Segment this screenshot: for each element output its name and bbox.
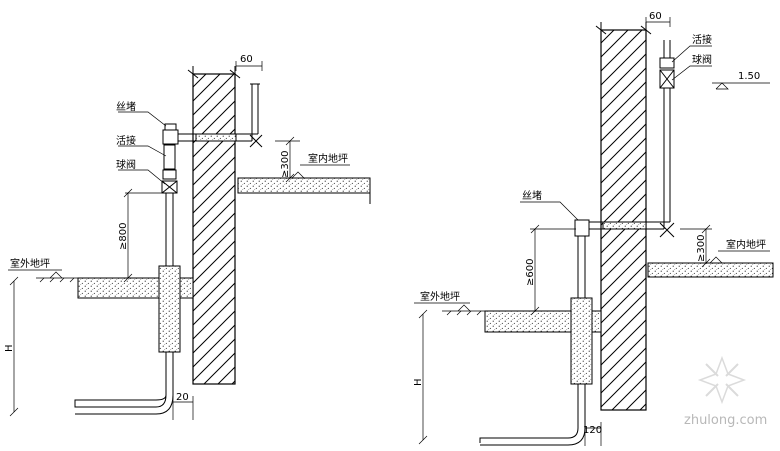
right-plug-leader <box>520 201 579 221</box>
right-indoor-riser <box>659 40 675 238</box>
right-elev-150: 1.50 <box>738 71 760 82</box>
right-indoor-floor-label: 室内地坪 <box>726 238 766 251</box>
left-union-leader <box>118 145 167 157</box>
right-dim-h: H <box>413 378 424 386</box>
watermark-logo-icon <box>697 355 747 405</box>
right-ball-valve-icon <box>659 69 675 89</box>
left-dim-300: ≥300 <box>280 151 291 178</box>
right-valve-label: 球阀 <box>692 53 712 66</box>
left-plug-label: 丝堵 <box>116 100 136 113</box>
right-elev-150-mark <box>712 82 770 90</box>
left-valve-leader <box>118 169 166 185</box>
left-ball-valve-icon <box>161 169 178 194</box>
right-dim-600: ≥600 <box>525 259 536 286</box>
left-union-label: 活接 <box>116 134 136 147</box>
right-dim-h-line <box>418 309 428 445</box>
right-valve-leader <box>671 65 712 81</box>
left-indoor-slab <box>237 177 371 204</box>
left-dim-20: 20 <box>176 392 189 403</box>
left-dim-h-line <box>9 276 19 417</box>
right-dim-60-line <box>645 17 671 27</box>
right-indoor-floor-mark <box>709 256 723 264</box>
right-dim-120: 120 <box>583 425 602 436</box>
right-outdoor-floor-mark <box>457 304 471 312</box>
right-dim-60: 60 <box>649 11 662 22</box>
left-indoor-floor-mark <box>291 171 305 179</box>
left-indoor-riser <box>249 83 263 148</box>
right-dim-300-line <box>680 224 712 268</box>
left-wall <box>187 66 241 385</box>
left-dim-800: ≥800 <box>118 223 129 250</box>
right-wall <box>595 22 652 411</box>
right-outdoor-floor-label: 室外地坪 <box>420 290 460 303</box>
right-plug-icon <box>574 219 670 237</box>
watermark: zhulong.com <box>684 355 767 428</box>
right-union-label: 活接 <box>692 33 712 46</box>
left-valve-label: 球阀 <box>116 158 136 171</box>
left-union-icon <box>163 144 176 170</box>
right-union-leader <box>671 45 712 63</box>
left-plug-leader <box>118 111 167 127</box>
left-dim-800-line <box>123 188 165 283</box>
left-outdoor-floor-label: 室外地坪 <box>10 257 50 270</box>
left-dim-20-line <box>172 396 194 420</box>
right-union-icon <box>659 57 675 69</box>
left-dim-300-line <box>275 136 300 183</box>
right-wall-sleeve <box>602 221 647 230</box>
left-dim-60-line <box>235 61 263 71</box>
right-dim-600-line <box>530 224 576 316</box>
right-vertical-pipe <box>479 236 593 446</box>
right-plug-label: 丝堵 <box>522 189 542 202</box>
right-dim-120-line <box>584 422 602 446</box>
right-detail: 活接 球阀 丝堵 1.50 室内地坪 室外地坪 60 ≥300 ≥600 H 1… <box>413 11 774 446</box>
watermark-text: zhulong.com <box>684 413 767 428</box>
left-outdoor-floor-mark <box>49 271 63 279</box>
right-indoor-slab <box>647 262 774 278</box>
left-dim-h: H <box>4 344 15 352</box>
left-wall-sleeve <box>195 133 237 142</box>
left-vertical-pipe <box>74 193 181 415</box>
left-indoor-floor-label: 室内地坪 <box>308 152 348 165</box>
right-dim-300: ≥300 <box>696 235 707 262</box>
left-dim-60: 60 <box>240 54 253 65</box>
left-plug-icon <box>164 123 177 131</box>
left-detail: 丝堵 活接 球阀 室内地坪 室外地坪 60 ≥300 ≥800 H 20 <box>4 54 371 420</box>
